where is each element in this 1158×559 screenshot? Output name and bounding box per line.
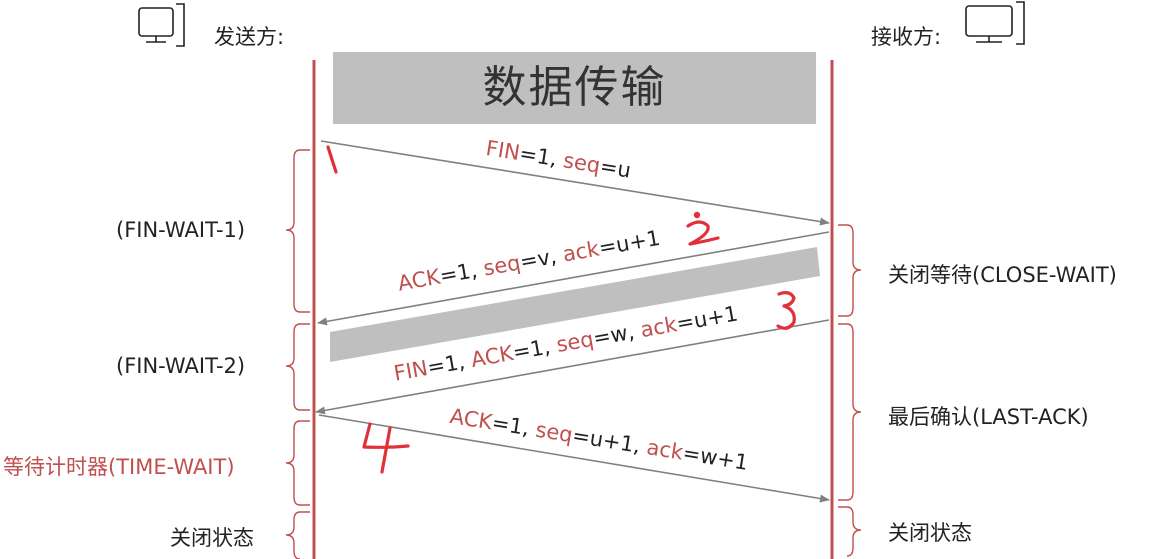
step-numbers (326, 145, 796, 474)
receiver-computer-icon (965, 1, 1025, 45)
brace-closed-right (838, 506, 862, 557)
arrow-ack-2 (317, 231, 830, 326)
arrow-fin-3 (315, 319, 830, 415)
state-closed-receiver: 关闭状态 (888, 521, 972, 545)
step-4-mark (362, 422, 410, 474)
arrow-fin-1 (320, 140, 830, 226)
receiver-label: 接收方: (871, 25, 942, 49)
brace-closed-left (285, 511, 310, 559)
brace-time-wait (285, 420, 310, 506)
state-time-wait: 等待计时器(TIME-WAIT) (3, 455, 235, 479)
left-braces (285, 149, 310, 559)
state-last-ack: 最后确认(LAST-ACK) (888, 405, 1089, 429)
brace-close-wait (838, 224, 862, 317)
right-braces (838, 224, 862, 557)
brace-fin-wait-2 (285, 323, 310, 411)
sender-computer-icon (138, 3, 185, 47)
step-3-mark (776, 291, 796, 330)
grey-band (330, 247, 820, 362)
brace-fin-wait-1 (285, 149, 310, 313)
arrow-ack-4 (318, 414, 830, 503)
field-value: =u (598, 154, 633, 183)
data-transfer-banner: 数据传输 (333, 52, 816, 124)
sender-label: 发送方: (214, 25, 285, 49)
state-fin-wait-1: (FIN-WAIT-1) (116, 218, 246, 242)
state-close-wait: 关闭等待(CLOSE-WAIT) (888, 263, 1117, 287)
state-fin-wait-2: (FIN-WAIT-2) (116, 354, 246, 378)
brace-last-ack (838, 323, 862, 501)
state-closed-sender: 关闭状态 (170, 526, 254, 550)
field-name: FIN (484, 136, 522, 166)
step-2-mark (686, 211, 720, 246)
step-1-mark (326, 145, 338, 174)
